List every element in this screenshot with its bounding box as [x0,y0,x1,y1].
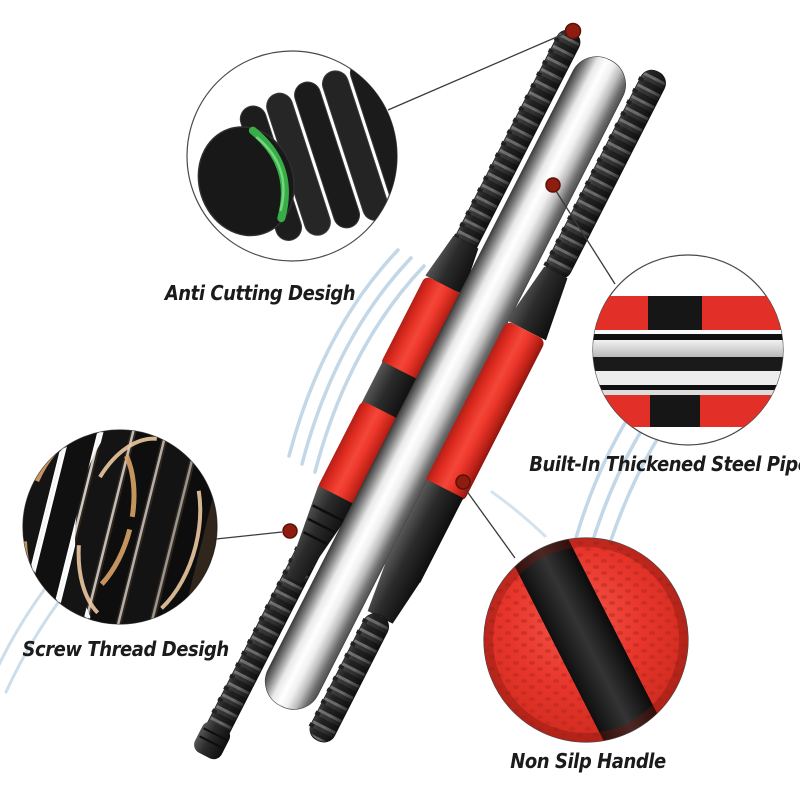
feature-label-screw-thread: Screw Thread Desigh [22,637,230,661]
handle-taper [367,561,422,624]
feature-label-anti-cutting: Anti Cutting Desigh [164,281,356,305]
marker-dot-screw-thread [282,523,298,539]
rod-end-cap [194,721,231,760]
handle-collar-top [425,235,479,295]
callout-steel-pipe [592,254,784,446]
callout-anti-cutting [186,50,398,262]
grip-foam-upper [382,277,461,382]
leader-line-steel-pipe [555,190,616,285]
feature-label-steel-pipe: Built-In Thickened Steel Pipe [529,452,800,476]
marker-dot-anti-cutting [564,22,582,40]
motion-arc [490,490,547,538]
grip-foam [426,322,544,501]
thread-notches [543,76,645,268]
motion-arc [287,248,400,458]
rotation-arc-orange [23,430,137,606]
handle-lower-section [384,479,464,583]
leader-line-screw-thread [215,531,283,540]
handle-collar-bottom [286,485,356,584]
grip-foam-lower [318,402,398,507]
band-bottom [650,395,700,427]
handle-collar-top [506,266,568,341]
motion-arc [4,598,62,694]
callout-non-slip [483,537,689,743]
rotation-arc-orange-light [76,436,203,624]
motion-arcs-upper-left [287,248,426,474]
band-top [648,296,702,330]
leader-lines [215,32,616,559]
leader-line-non-slip [465,489,516,559]
motion-arcs-bottom-left [0,588,62,694]
marker-dots [282,22,582,539]
steel-pipe-wall [593,340,783,357]
marker-dot-non-slip [455,474,471,490]
feature-label-non-slip: Non Silp Handle [510,749,666,773]
motion-arc [300,256,413,466]
handle-bar-right [307,69,666,743]
threaded-rod-left [194,29,581,760]
callout-screw-thread [22,429,218,625]
motion-arc [0,588,46,667]
motion-arc [313,264,426,474]
leader-line-anti-cutting [387,32,567,111]
grip-black-band [495,538,681,742]
marker-dot-steel-pipe [545,177,561,193]
